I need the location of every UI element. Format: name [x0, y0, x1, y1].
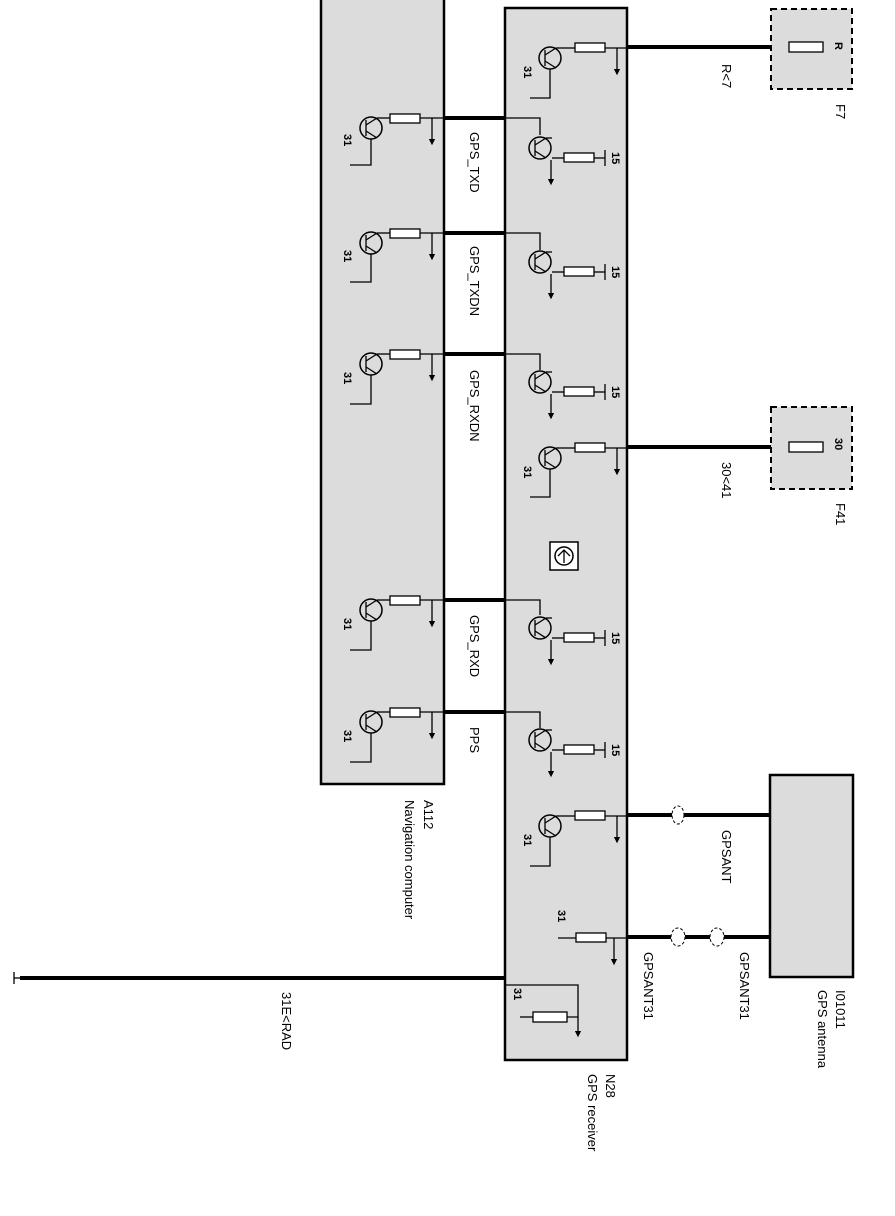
signal-wires	[444, 116, 505, 714]
label-r7: R<7	[719, 64, 734, 88]
label-antenna-id: I01011	[833, 990, 848, 1029]
label-f41: F41	[833, 503, 848, 525]
gps-receiver-box	[503, 6, 629, 1062]
fuse-f7-element	[788, 41, 824, 53]
label-a112-id: A112	[421, 800, 436, 829]
label-gps-txd: GPS_TXD	[467, 132, 482, 193]
svg-text:15: 15	[609, 152, 621, 164]
label-n28-name: GPS receiver	[585, 1074, 600, 1152]
label-gps-rxdn: GPS_RXDN	[467, 370, 482, 442]
svg-text:31: 31	[341, 250, 353, 262]
label-gpsant31-ant: GPSANT31	[737, 952, 752, 1020]
gps-antenna-box	[768, 773, 855, 979]
svg-text:31: 31	[521, 66, 533, 78]
svg-text:31: 31	[511, 988, 523, 1000]
nav-pin-31-labels: 31 31 31 31 31	[341, 134, 353, 742]
svg-text:31: 31	[341, 730, 353, 742]
fuse-f41-element	[788, 441, 824, 453]
svg-text:15: 15	[609, 632, 621, 644]
connector-gpsant31-b	[709, 927, 725, 947]
label-30-41: 30<41	[719, 462, 734, 499]
svg-text:31: 31	[341, 372, 353, 384]
label-gpsant31-rx: GPSANT31	[641, 952, 656, 1020]
receiver-pin-31-labels: 31 31 31 31 31	[511, 66, 567, 1000]
label-gpsant: GPSANT	[719, 830, 734, 884]
svg-text:15: 15	[609, 386, 621, 398]
svg-text:31: 31	[521, 834, 533, 846]
label-n28-id: N28	[603, 1074, 618, 1098]
label-gps-txdn: GPS_TXDN	[467, 246, 482, 316]
label-gps-rxd: GPS_RXD	[467, 615, 482, 677]
label-f7: F7	[833, 104, 848, 119]
label-antenna-name: GPS antenna	[815, 990, 830, 1069]
fuse-f7-terminal: R	[832, 42, 844, 50]
svg-text:31: 31	[341, 134, 353, 146]
label-a112-name: Navigation computer	[402, 800, 417, 920]
receiver-pin-15-labels: 15 15 15 15 15	[609, 152, 621, 756]
connector-gpsant	[671, 805, 685, 825]
label-pps: PPS	[467, 727, 482, 753]
nav-transistor-cells	[350, 113, 444, 763]
svg-text:31: 31	[341, 618, 353, 630]
fuse-f41-terminal: 30	[832, 438, 844, 450]
label-ground: 31E<RAD	[279, 992, 294, 1050]
svg-text:31: 31	[555, 910, 567, 922]
navigation-computer-box	[319, 0, 446, 786]
svg-text:15: 15	[609, 744, 621, 756]
connector-gpsant31-a	[670, 927, 686, 947]
receiver-transistor-cells	[505, 42, 627, 1038]
svg-text:31: 31	[521, 466, 533, 478]
svg-text:15: 15	[609, 266, 621, 278]
